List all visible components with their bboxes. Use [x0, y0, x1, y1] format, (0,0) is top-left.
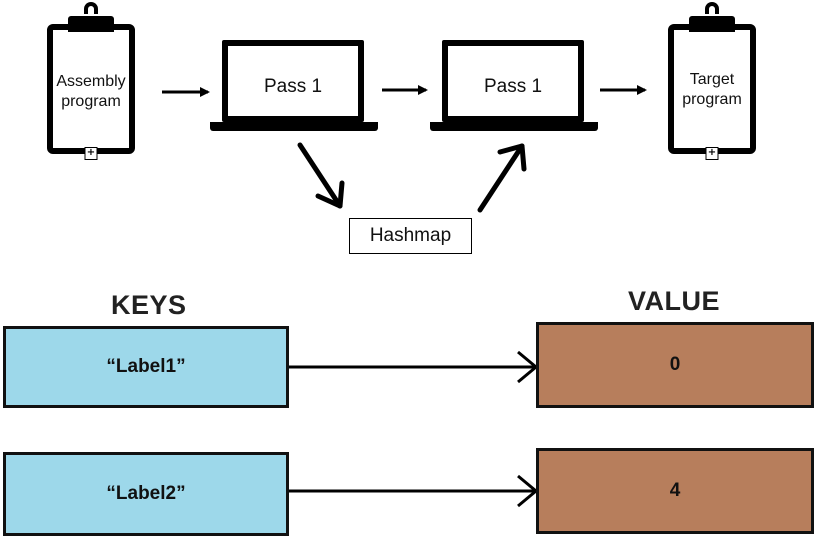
target-program-label: Target program	[682, 71, 742, 108]
value-text: 4	[669, 480, 681, 501]
key-box-label1: “Label1”	[3, 326, 289, 408]
arrow-pass1-to-hashmap	[297, 142, 345, 209]
pass1-label: Pass 1	[263, 76, 323, 97]
pass1-laptop-base	[210, 122, 378, 131]
value-box-0: 0	[536, 322, 814, 408]
value-text: 0	[669, 354, 681, 375]
target-program-clipboard-icon: Target program +	[668, 2, 756, 160]
plus-icon: +	[84, 147, 98, 160]
key-text: “Label1”	[106, 356, 186, 377]
pass1-laptop-screen: Pass 1	[222, 40, 364, 122]
key-text: “Label2”	[106, 483, 186, 504]
assembly-program-clipboard-icon: Assembly program +	[47, 2, 135, 160]
pass1b-label: Pass 1	[483, 76, 543, 97]
assembly-program-label: Assembly program	[56, 73, 126, 110]
keys-heading: KEYS	[111, 290, 187, 320]
key-box-label2: “Label2”	[3, 452, 289, 536]
arrow-hashmap-to-pass1b	[477, 143, 527, 213]
arrow-key1-to-value1	[289, 350, 539, 384]
value-box-4: 4	[536, 448, 814, 534]
pass1b-laptop-screen: Pass 1	[442, 40, 584, 122]
arrow-key2-to-value2	[289, 474, 539, 508]
hashmap-box: Hashmap	[349, 218, 472, 254]
pass1b-laptop-base	[430, 122, 598, 131]
plus-icon: +	[705, 147, 719, 160]
value-heading: VALUE	[628, 286, 721, 316]
